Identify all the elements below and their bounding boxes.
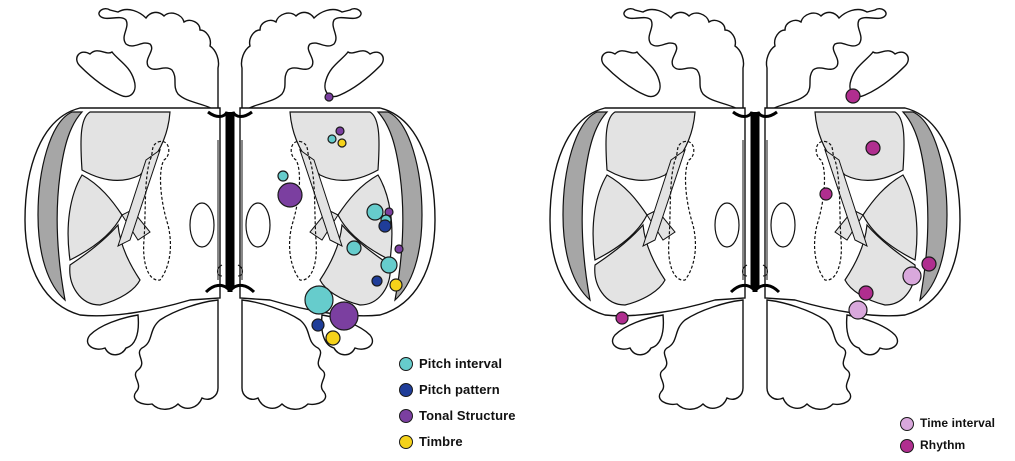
brain-section-right	[550, 9, 960, 410]
legend-label-tonal-structure: Tonal Structure	[419, 408, 516, 423]
rhythm-marker	[820, 188, 832, 200]
timbre-marker	[326, 331, 340, 345]
timbre-marker	[338, 139, 346, 147]
pitch-interval-circle-icon	[399, 357, 413, 371]
pitch-interval-marker	[278, 171, 288, 181]
rhythm-marker	[846, 89, 860, 103]
pitch-interval-marker	[305, 286, 333, 314]
tonal-structure-marker	[278, 183, 302, 207]
legend-item-rhythm: Rhythm	[900, 437, 1010, 459]
legend-item-timbre: Timbre	[399, 433, 599, 455]
legend-label-timbre: Timbre	[419, 434, 463, 449]
pitch-pattern-marker	[379, 220, 391, 232]
rhythm-marker	[866, 141, 880, 155]
pitch-interval-marker	[347, 241, 361, 255]
tonal-structure-marker	[336, 127, 344, 135]
legend-label-pitch-interval: Pitch interval	[419, 356, 502, 371]
timbre-circle-icon	[399, 435, 413, 449]
legend-item-time-interval: Time interval	[900, 415, 1010, 437]
time-interval-marker	[849, 301, 867, 319]
time-interval-marker	[903, 267, 921, 285]
legend-label-rhythm: Rhythm	[920, 438, 965, 452]
legend-label-pitch-pattern: Pitch pattern	[419, 382, 500, 397]
legend-item-pitch-pattern: Pitch pattern	[399, 381, 599, 403]
tonal-structure-marker	[325, 93, 333, 101]
pitch-interval-marker	[367, 204, 383, 220]
rhythm-marker	[922, 257, 936, 271]
time-interval-circle-icon	[900, 417, 914, 431]
tonal-structure-marker	[330, 302, 358, 330]
pitch-pattern-marker	[372, 276, 382, 286]
legend-item-tonal-structure: Tonal Structure	[399, 407, 599, 429]
rhythm-marker	[859, 286, 873, 300]
legend-right: Time interval Rhythm	[900, 415, 1010, 461]
pitch-pattern-marker	[312, 319, 324, 331]
pitch-interval-marker	[328, 135, 336, 143]
tonal-structure-marker	[395, 245, 403, 253]
legend-item-pitch-interval: Pitch interval	[399, 355, 599, 377]
pitch-pattern-circle-icon	[399, 383, 413, 397]
rhythm-marker	[616, 312, 628, 324]
rhythm-circle-icon	[900, 439, 914, 453]
pitch-interval-marker	[381, 257, 397, 273]
tonal-structure-circle-icon	[399, 409, 413, 423]
legend-label-time-interval: Time interval	[920, 416, 995, 430]
timbre-marker	[390, 279, 402, 291]
legend-left: Pitch interval Pitch pattern Tonal Struc…	[399, 355, 599, 455]
